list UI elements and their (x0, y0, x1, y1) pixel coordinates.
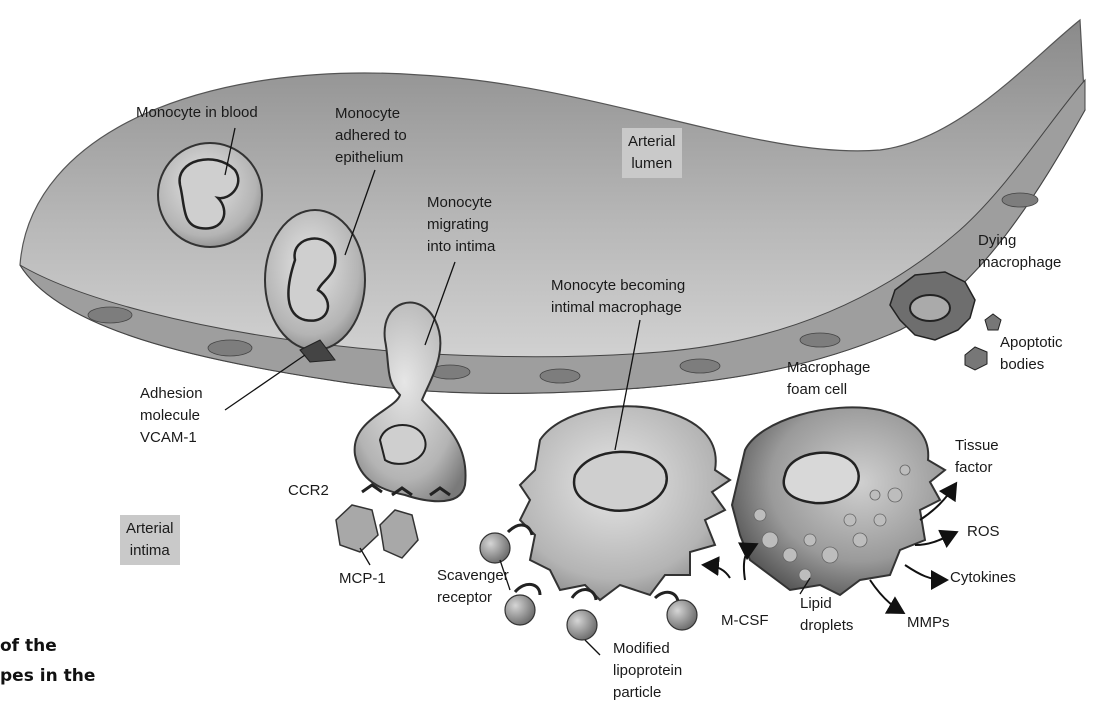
label-mmps: MMPs (907, 612, 950, 634)
caption-fragment-line1: of the (0, 636, 57, 656)
label-dying-macrophage: Dying macrophage (978, 230, 1061, 274)
label-monocyte-migrating: Monocyte migrating into intima (427, 192, 495, 258)
dying-macrophage-cell (890, 272, 1001, 370)
label-arterial-lumen: Arterial lumen (622, 128, 682, 178)
label-mcsf: M-CSF (721, 610, 769, 632)
label-ccr2: CCR2 (288, 480, 329, 502)
label-modified-lipoprotein: Modified lipoprotein particle (613, 638, 682, 704)
label-scavenger-receptor: Scavenger receptor (437, 565, 509, 609)
label-cytokines: Cytokines (950, 567, 1016, 589)
label-lipid-droplets: Lipid droplets (800, 593, 853, 637)
label-adhesion-molecule: Adhesion molecule VCAM-1 (140, 383, 203, 449)
label-monocyte-in-blood: Monocyte in blood (136, 102, 258, 124)
foam-cell (732, 407, 945, 595)
label-mcp1: MCP-1 (339, 568, 386, 590)
label-tissue-factor: Tissue factor (955, 435, 999, 479)
intimal-macrophage-cell (520, 406, 730, 600)
label-arterial-intima: Arterial intima (120, 515, 180, 565)
mcp1-molecules (336, 505, 418, 558)
label-monocyte-becoming: Monocyte becoming intimal macrophage (551, 275, 685, 319)
label-macrophage-foam-cell: Macrophage foam cell (787, 357, 870, 401)
label-apoptotic-bodies: Apoptotic bodies (1000, 332, 1063, 376)
label-ros: ROS (967, 521, 1000, 543)
label-monocyte-adhered: Monocyte adhered to epithelium (335, 103, 407, 169)
caption-fragment-line2: pes in the (0, 666, 95, 686)
monocyte-in-blood-cell (158, 143, 262, 247)
